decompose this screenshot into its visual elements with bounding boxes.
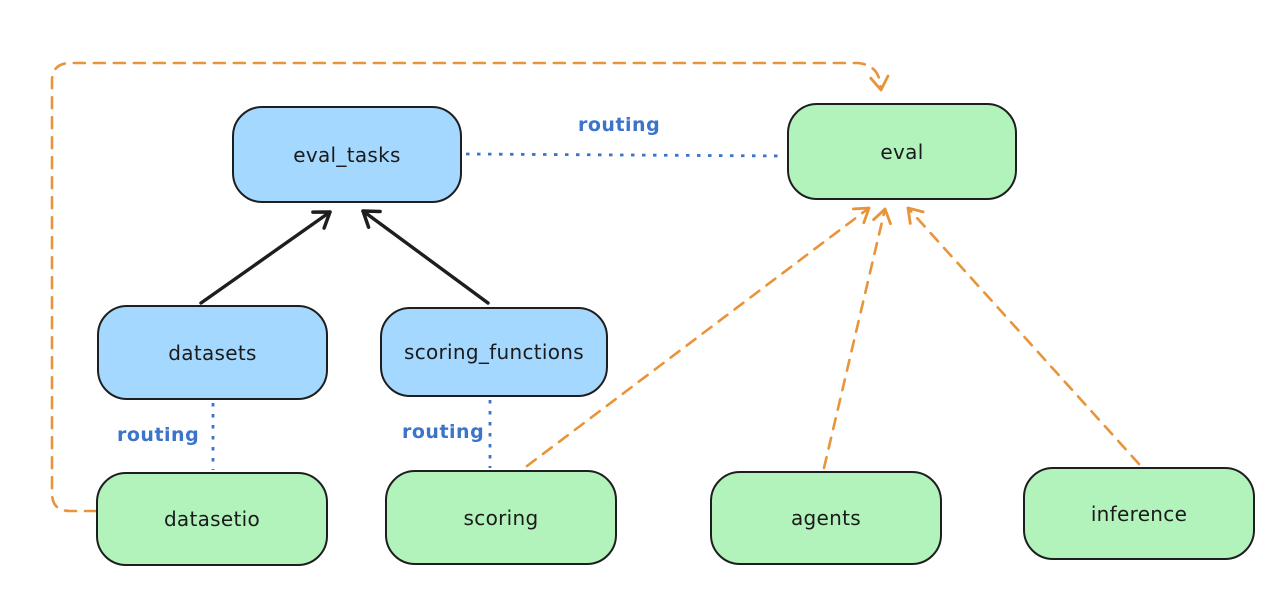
node-scoring-functions: scoring_functions: [380, 307, 608, 397]
node-eval-label: eval: [880, 139, 924, 164]
node-scoring-functions-label: scoring_functions: [403, 340, 585, 364]
edge-datasetio-to-eval-loop-arrow: [50, 61, 890, 513]
edge-scoring-to-eval-arrow: [525, 206, 871, 468]
edge-scoring-functions-to-eval-tasks-arrow: [361, 209, 490, 305]
edge-inference-to-eval-arrow: [906, 206, 1141, 466]
node-agents: agents: [710, 471, 942, 565]
routing-label-scoring-functions-scoring: routing: [402, 421, 485, 443]
edge-agents-to-eval-arrow: [822, 207, 892, 470]
node-datasetio: datasetio: [96, 472, 328, 566]
node-scoring-label: scoring: [463, 505, 539, 530]
node-datasets-label: datasets: [168, 340, 257, 365]
node-inference: inference: [1023, 467, 1255, 560]
routing-label-datasets-datasetio: routing: [117, 424, 200, 446]
node-datasets: datasets: [97, 305, 328, 400]
node-datasetio-label: datasetio: [163, 507, 261, 531]
node-inference-label: inference: [1090, 501, 1188, 526]
node-eval-tasks: eval_tasks: [232, 106, 462, 203]
routing-label-eval-tasks-eval: routing: [578, 114, 661, 136]
edge-eval-tasks-eval-routing-line: [465, 152, 786, 158]
node-scoring: scoring: [385, 470, 617, 565]
node-eval-tasks-label: eval_tasks: [293, 142, 401, 167]
node-agents-label: agents: [791, 506, 861, 530]
node-eval: eval: [787, 103, 1017, 200]
edge-datasets-to-eval-tasks-arrow: [199, 210, 332, 305]
